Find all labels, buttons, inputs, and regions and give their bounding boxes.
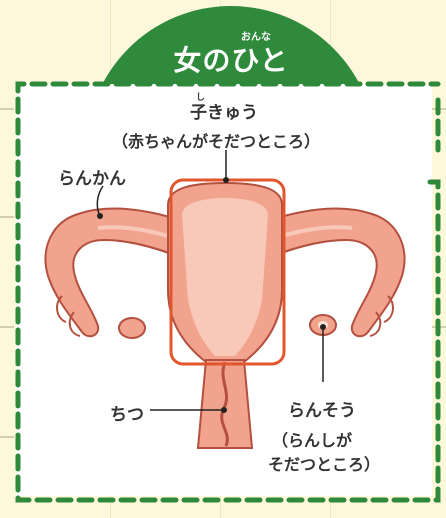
leader-dot — [97, 213, 103, 219]
ovary-label: らんそう — [288, 396, 356, 421]
vagina-label: ちつ — [110, 400, 144, 425]
uterus-body — [168, 183, 282, 362]
leader-dot — [320, 324, 326, 330]
ovary-sublabel-line1: （らんしが — [272, 427, 352, 451]
leader-dot — [223, 177, 229, 183]
uterus-sublabel: （赤ちゃんがそだつところ） — [112, 128, 320, 152]
leader-dot — [221, 407, 227, 413]
vagina — [198, 360, 252, 448]
ovary-left — [119, 318, 145, 338]
ovary-sublabel-line2: そだつところ） — [268, 451, 380, 475]
fallopian-tube-label: らんかん — [58, 164, 126, 189]
uterus-label: 子きゅう — [190, 98, 258, 123]
